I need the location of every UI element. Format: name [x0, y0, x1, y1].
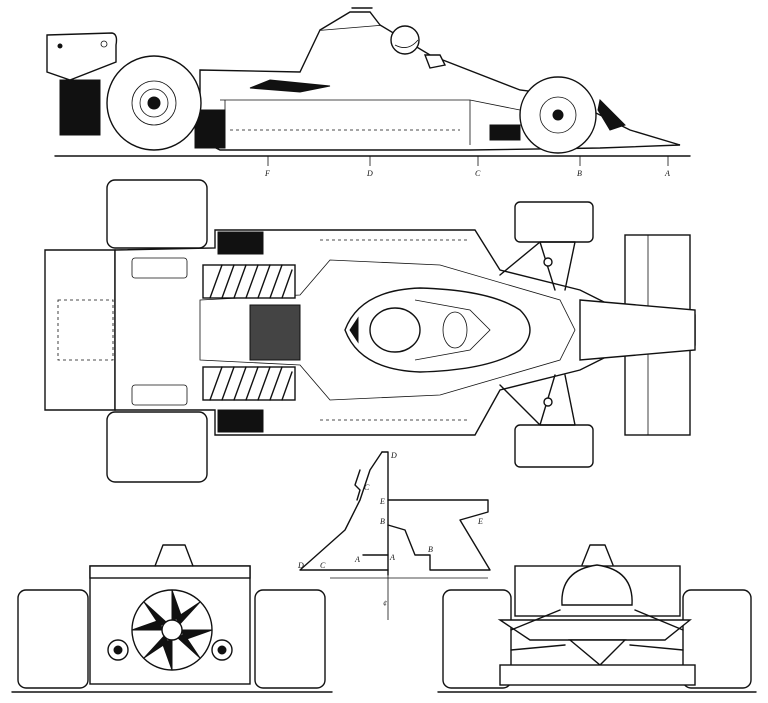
intake-dark — [249, 79, 331, 93]
section-label-b: B — [380, 517, 385, 526]
station-label-b: B — [577, 169, 582, 178]
suspension-joint — [543, 397, 553, 407]
section-roll-detail — [354, 469, 361, 501]
rear-nut — [147, 96, 161, 110]
side-view: F D C B A — [46, 7, 691, 178]
wing-bolt — [100, 40, 108, 48]
roll-hoop — [319, 11, 381, 31]
front-wing-dark — [597, 98, 626, 131]
front-view-tire-left — [442, 589, 512, 689]
underbody-dark — [194, 109, 226, 149]
radiator-panel-bottom — [202, 366, 296, 401]
top-view — [44, 179, 696, 483]
section-centerline-top — [381, 451, 389, 576]
fuel-cap-bottom — [131, 384, 188, 406]
rear-tire-top — [106, 179, 208, 249]
station-label-f: F — [264, 169, 270, 178]
suspension-joint — [543, 257, 553, 267]
section-label-e: E — [379, 497, 385, 506]
rear-wing-outline — [57, 299, 114, 361]
rear-tire-bottom — [106, 411, 208, 483]
radiator-panel-top — [202, 264, 296, 299]
section-view: D C E B A E B D C A ¢ — [297, 451, 491, 620]
rear-view-tire-left — [17, 589, 89, 689]
engine-cover-outline — [199, 259, 576, 401]
rear-rim — [131, 80, 177, 126]
station-label-a: A — [664, 169, 670, 178]
fan-blades — [131, 589, 213, 671]
front-view-nose — [568, 639, 627, 666]
station-label-d: D — [366, 169, 373, 178]
rear-view — [11, 544, 333, 693]
helmet-visor — [394, 39, 419, 48]
section-outline-left — [299, 451, 389, 571]
front-view-cockpit — [561, 564, 633, 606]
nose-cone — [579, 299, 696, 361]
underbody-dark — [489, 124, 521, 141]
wing-bolt — [57, 43, 63, 49]
front-nut — [552, 109, 564, 121]
front-view-wing — [497, 619, 692, 641]
section-label-b-right: B — [428, 545, 433, 554]
rear-hub — [139, 88, 169, 118]
front-view-rollhoop — [581, 544, 614, 566]
section-label-d-bottom: D — [297, 561, 304, 570]
section-label-c-bottom: C — [320, 561, 326, 570]
rear-view-rollhoop — [154, 544, 194, 567]
front-view-suspension — [510, 609, 684, 651]
front-view-tire-right — [682, 589, 752, 689]
inlet-bottom — [217, 409, 264, 433]
roll-hoop-top — [349, 316, 359, 344]
section-label-c-upper: C — [364, 483, 370, 492]
mirror — [423, 54, 447, 69]
front-view-airdam — [499, 664, 696, 686]
front-tire-top — [514, 201, 594, 243]
front-view — [437, 544, 757, 693]
driver-helmet-top — [369, 307, 421, 353]
station-label-c: C — [475, 169, 481, 178]
exhaust-right-pipe — [217, 645, 227, 655]
rear-diffuser — [59, 79, 101, 136]
section-outline-right — [387, 499, 491, 571]
driver-helmet — [390, 25, 420, 55]
rear-wing — [46, 32, 118, 81]
exhaust-left-pipe — [113, 645, 123, 655]
rear-view-wing — [89, 565, 251, 579]
section-label-e-right: E — [477, 517, 483, 526]
section-label-d-top: D — [390, 451, 397, 460]
rear-wing-plan — [44, 249, 116, 411]
section-label-a: A — [389, 553, 395, 562]
rivet-line — [320, 239, 470, 421]
radiator-hatch-top — [209, 264, 293, 299]
fuel-cap-top — [131, 257, 188, 279]
rear-view-tire-right — [254, 589, 326, 689]
steering-wheel — [442, 311, 468, 349]
front-tire-bottom — [514, 424, 594, 468]
oil-cooler — [249, 304, 301, 361]
radiator-hatch-bottom — [209, 366, 293, 401]
front-rim — [539, 96, 577, 134]
driver-harness — [414, 299, 491, 361]
section-label-a-bottom: A — [354, 555, 360, 564]
inlet-top — [217, 231, 264, 255]
section-centerline-symbol: ¢ — [383, 599, 387, 608]
